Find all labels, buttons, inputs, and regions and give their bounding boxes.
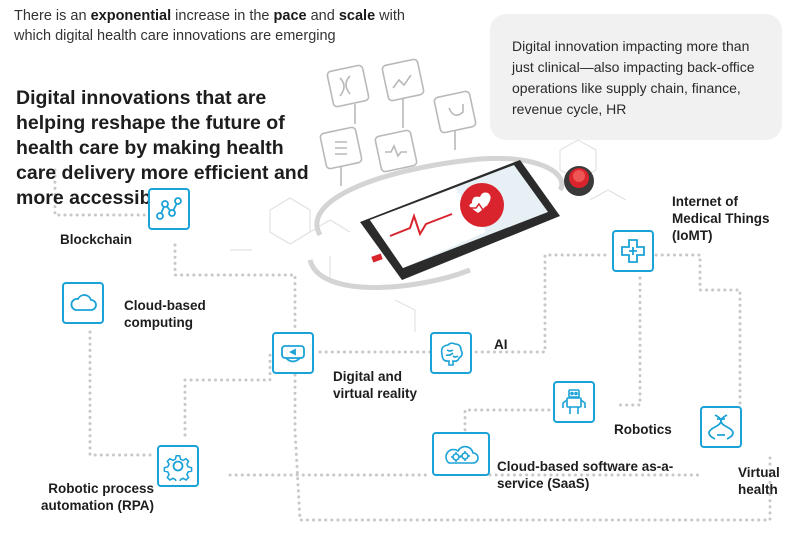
dotted-connection-paths <box>53 168 772 522</box>
cloud-label: Cloud-based computing <box>124 298 206 330</box>
network-graph-icon <box>156 197 182 220</box>
virtual-health-node <box>700 406 742 448</box>
robotics-node <box>553 381 595 423</box>
gear-icon <box>163 454 193 481</box>
cloud-node <box>62 282 104 324</box>
ai-label: AI <box>494 337 508 352</box>
medical-cross-icon <box>621 239 645 263</box>
brain-icon <box>440 342 463 366</box>
phone-illustration <box>307 155 594 290</box>
intro-text: There is an exponential increase in the … <box>14 8 405 44</box>
cloud-gears-icon <box>445 445 479 464</box>
ai-node <box>430 332 472 374</box>
rpa-label: Robotic process automation (RPA) <box>41 481 154 513</box>
virtual-health-label: Virtual health <box>738 465 780 497</box>
rpa-node <box>157 445 199 487</box>
vr-node <box>272 332 314 374</box>
saas-label: Cloud-based software as-a-service (SaaS) <box>497 459 674 491</box>
blockchain-label: Blockchain <box>60 232 133 247</box>
headline: Digital innovations that are helping res… <box>16 87 309 209</box>
blockchain-node <box>148 188 190 230</box>
faint-background-icons <box>319 58 477 186</box>
vr-headset-icon <box>281 345 305 363</box>
cloud-icon <box>70 294 97 311</box>
callout-text: Digital innovation impacting more than j… <box>512 38 755 117</box>
dna-icon <box>708 414 734 440</box>
saas-node <box>432 432 490 476</box>
vr-label: Digital and virtual reality <box>333 369 418 401</box>
callout-box: Digital innovation impacting more than j… <box>490 14 782 140</box>
robot-icon <box>562 389 586 414</box>
robotics-label: Robotics <box>614 422 672 437</box>
iomt-node <box>612 230 654 272</box>
iomt-label: Internet of Medical Things (IoMT) <box>672 194 770 243</box>
